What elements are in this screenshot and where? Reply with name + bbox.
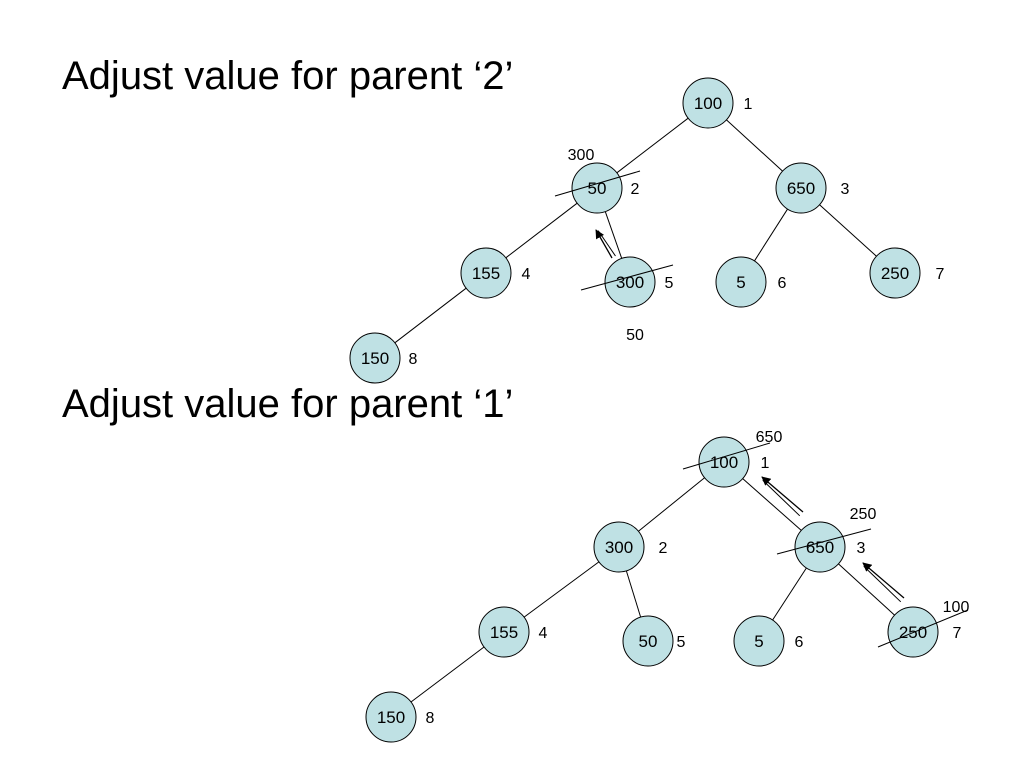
annotation-a-note-300: 300 (568, 147, 595, 164)
heap-node-b5: 50 5 (622, 615, 686, 667)
node-value: 50 (639, 632, 658, 651)
node-index: 2 (631, 181, 640, 198)
annotation-a-note-50: 50 (626, 327, 644, 344)
node-value: 50 (588, 179, 607, 198)
strike-line-a5 (580, 264, 674, 291)
node-circle (460, 247, 512, 299)
node-value: 155 (490, 623, 518, 642)
tree-edge-b2-b4 (523, 561, 600, 618)
heap-node-a7: 250 7 (869, 247, 945, 299)
node-circle (622, 615, 674, 667)
node-circle (478, 606, 530, 658)
node-value: 155 (472, 264, 500, 283)
node-circle (733, 615, 785, 667)
strike-lines (554, 170, 969, 648)
heading-adjust-parent-2: Adjust value for parent ‘2’ (62, 54, 514, 98)
tree-edge-b1-b3 (742, 478, 802, 531)
node-value: 650 (806, 538, 834, 557)
heap-node-b1: 100 1 (698, 436, 770, 488)
node-circle (349, 332, 401, 384)
strike-line-b1 (682, 442, 771, 470)
node-index: 5 (665, 275, 674, 292)
tree-edge-b2-b5 (625, 570, 642, 618)
node-index: 3 (841, 181, 850, 198)
node-circle (682, 77, 734, 129)
heap-node-a2: 50 2 (571, 162, 640, 214)
node-index: 1 (761, 455, 770, 472)
swap-arrow-2-2 (862, 562, 905, 603)
node-circle (887, 606, 939, 658)
node-index: 4 (522, 266, 531, 283)
node-index: 8 (426, 710, 435, 727)
node-circle (775, 162, 827, 214)
node-index: 6 (778, 275, 787, 292)
node-value: 250 (881, 264, 909, 283)
tree-edge-a1-a2 (616, 117, 689, 174)
heading-adjust-parent-1: Adjust value for parent ‘1’ (62, 382, 514, 426)
tree-edge-b4-b8 (410, 646, 485, 703)
node-circle (698, 436, 750, 488)
node-value: 300 (616, 273, 644, 292)
node-index: 3 (857, 540, 866, 557)
heap-node-a1: 100 1 (682, 77, 753, 129)
node-index: 5 (677, 634, 686, 651)
tree-edge-a2-a4 (505, 202, 578, 259)
node-value: 100 (710, 453, 738, 472)
node-value: 5 (754, 632, 763, 651)
node-value: 150 (361, 349, 389, 368)
node-index: 4 (539, 625, 548, 642)
strike-line-b7 (877, 609, 969, 648)
node-index: 7 (953, 625, 962, 642)
tree-edge-a3-a6 (754, 208, 788, 262)
node-index: 8 (409, 351, 418, 368)
node-circle (571, 162, 623, 214)
strike-line-b3 (776, 528, 872, 555)
tree-edge-a2-a5 (604, 211, 623, 259)
node-circle (794, 521, 846, 573)
swap-arrows (595, 229, 905, 603)
tree-edge-b3-b6 (772, 567, 807, 621)
tree-edge-a1-a3 (726, 119, 783, 172)
node-index: 7 (936, 266, 945, 283)
node-circle (604, 256, 656, 308)
tree-edge-a3-a7 (819, 204, 877, 257)
node-circle (365, 691, 417, 743)
heap-node-b3: 650 3 (794, 521, 866, 573)
swap-arrow-1-1 (595, 229, 616, 259)
node-value: 650 (787, 179, 815, 198)
node-value: 150 (377, 708, 405, 727)
node-index: 1 (744, 96, 753, 113)
heap-node-a3: 650 3 (775, 162, 850, 214)
annotation-b-note-250: 250 (850, 506, 877, 523)
node-value: 5 (736, 273, 745, 292)
annotation-b-note-100: 100 (943, 599, 970, 616)
heap-node-b2: 300 2 (593, 521, 668, 573)
node-value: 300 (605, 538, 633, 557)
node-circle (869, 247, 921, 299)
strike-line-a2 (554, 170, 641, 197)
heap-node-a5: 300 5 (604, 256, 674, 308)
annotation-b-note-650: 650 (756, 429, 783, 446)
swap-arrow-2-1 (761, 476, 804, 517)
tree-edges (394, 117, 895, 703)
node-index: 6 (795, 634, 804, 651)
tree-edge-b1-b2 (638, 477, 705, 532)
node-circle (593, 521, 645, 573)
tree-edge-a4-a8 (394, 287, 467, 344)
node-index: 2 (659, 540, 668, 557)
tree-edge-b3-b7 (838, 563, 895, 616)
node-value: 100 (694, 94, 722, 113)
node-circle (715, 256, 767, 308)
